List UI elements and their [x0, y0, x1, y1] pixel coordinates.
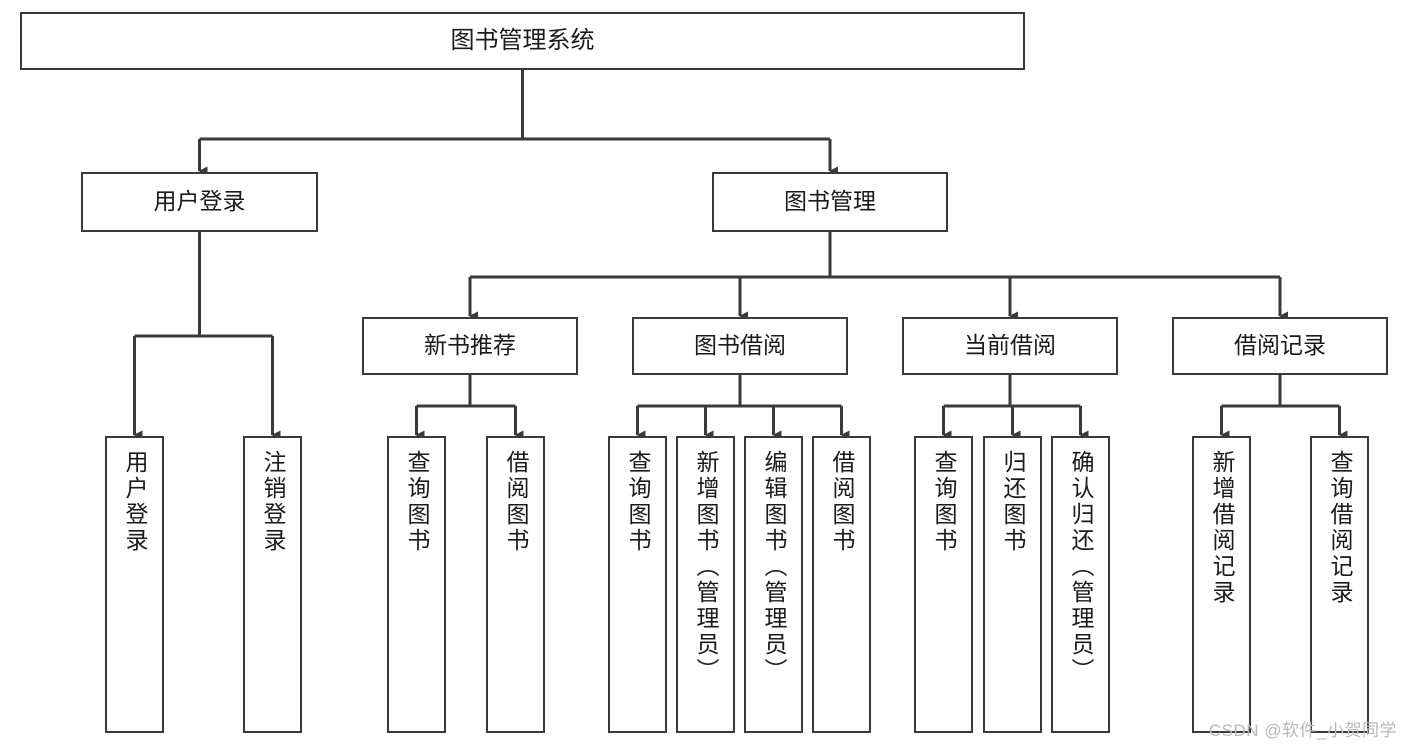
- node-label: 新书推荐: [424, 332, 516, 359]
- node-n-user-login[interactable]: 用户登录: [81, 172, 318, 232]
- node-n-borrow-record[interactable]: 借阅记录: [1172, 317, 1388, 375]
- node-label: 查询借阅记录: [1327, 450, 1353, 606]
- node-leaf-edit-book[interactable]: 编辑图书（管理员）: [744, 436, 803, 733]
- node-n-book-borrow[interactable]: 图书借阅: [632, 317, 848, 375]
- node-label: 编辑图书（管理员）: [761, 450, 787, 684]
- node-label: 图书管理: [784, 188, 876, 215]
- node-leaf-query-book-borrow[interactable]: 查询图书: [608, 436, 667, 733]
- node-n-book-manage[interactable]: 图书管理: [712, 172, 948, 232]
- node-root[interactable]: 图书管理系统: [20, 12, 1025, 70]
- node-label: 归还图书: [1000, 450, 1026, 554]
- node-label: 新增图书（管理员）: [693, 450, 719, 684]
- node-leaf-return-book[interactable]: 归还图书: [983, 436, 1042, 733]
- node-label: 图书借阅: [694, 332, 786, 359]
- node-label: 图书管理系统: [450, 26, 595, 54]
- node-label: 用户登录: [153, 188, 246, 215]
- node-leaf-query-book-cur[interactable]: 查询图书: [914, 436, 973, 733]
- node-leaf-add-record[interactable]: 新增借阅记录: [1192, 436, 1251, 733]
- node-label: 借阅图书: [503, 450, 529, 554]
- node-leaf-borrow-book-rec[interactable]: 借阅图书: [486, 436, 545, 733]
- node-label: 注销登录: [260, 450, 286, 554]
- node-label: 新增借阅记录: [1209, 450, 1235, 606]
- node-label: 查询图书: [625, 450, 651, 554]
- node-leaf-confirm-return[interactable]: 确认归还（管理员）: [1051, 436, 1110, 733]
- node-label: 用户登录: [122, 450, 148, 554]
- node-label: 查询图书: [404, 450, 430, 554]
- node-leaf-user-login[interactable]: 用户登录: [105, 436, 164, 733]
- node-leaf-borrow-book[interactable]: 借阅图书: [812, 436, 871, 733]
- node-n-current-borrow[interactable]: 当前借阅: [902, 317, 1118, 375]
- node-leaf-query-record[interactable]: 查询借阅记录: [1310, 436, 1369, 733]
- node-leaf-query-book-rec[interactable]: 查询图书: [387, 436, 446, 733]
- node-label: 当前借阅: [964, 332, 1056, 359]
- node-leaf-add-book[interactable]: 新增图书（管理员）: [676, 436, 735, 733]
- node-leaf-logout[interactable]: 注销登录: [243, 436, 302, 733]
- connector-lines: [133, 70, 1348, 440]
- node-n-new-book-rec[interactable]: 新书推荐: [362, 317, 578, 375]
- node-label: 借阅记录: [1234, 332, 1326, 359]
- node-label: 借阅图书: [829, 450, 855, 554]
- node-label: 查询图书: [931, 450, 957, 554]
- node-label: 确认归还（管理员）: [1068, 450, 1094, 684]
